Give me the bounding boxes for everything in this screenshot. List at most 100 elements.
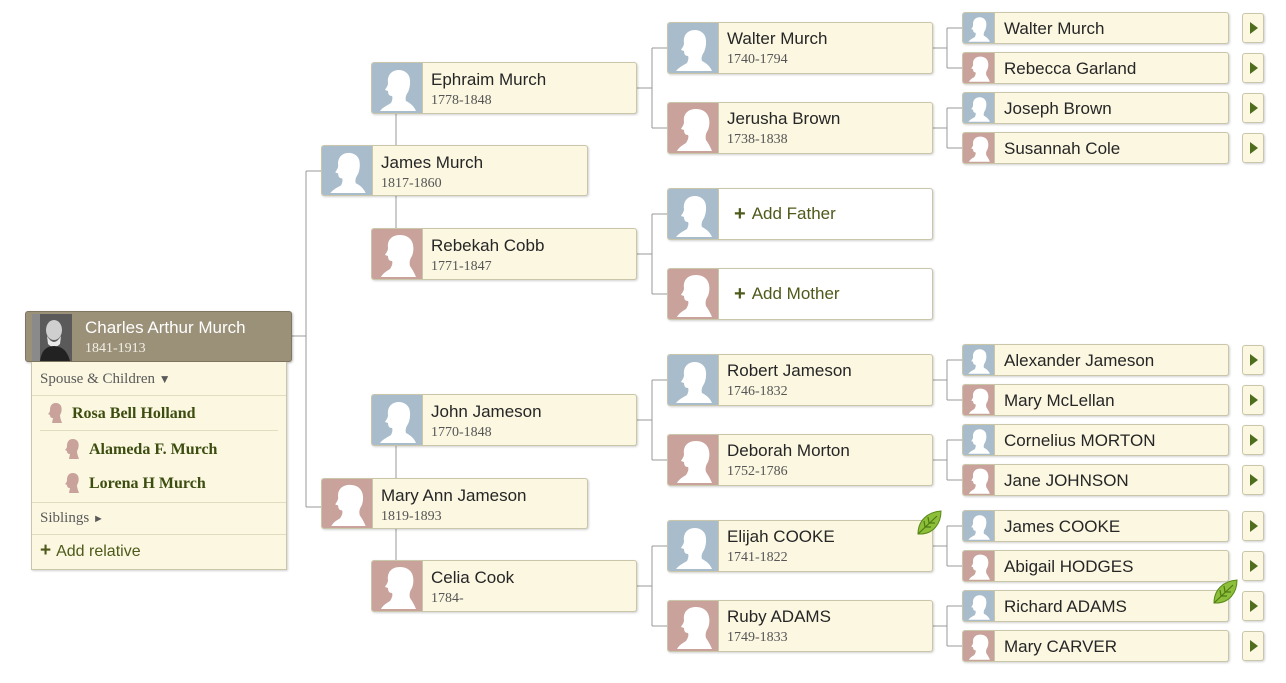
- person-card-g4[interactable]: Cornelius MORTON: [962, 424, 1229, 456]
- person-card-g4[interactable]: Abigail HODGES: [962, 550, 1229, 582]
- male-silhouette-icon: [668, 23, 719, 73]
- person-name[interactable]: Jerusha Brown: [727, 109, 841, 128]
- divider: [32, 395, 286, 396]
- expand-arrow-icon[interactable]: [1242, 551, 1264, 581]
- person-name[interactable]: James COOKE: [1004, 517, 1121, 536]
- person-card-g4[interactable]: Mary McLellan: [962, 384, 1229, 416]
- person-name[interactable]: Walter Murch: [727, 29, 828, 48]
- expand-arrow-icon[interactable]: [1242, 591, 1264, 621]
- expand-arrow-icon[interactable]: [1242, 511, 1264, 541]
- spouse-link[interactable]: Rosa Bell Holland: [72, 405, 196, 422]
- person-name[interactable]: Susannah Cole: [1004, 139, 1121, 158]
- person-card-g4[interactable]: Joseph Brown: [962, 92, 1229, 124]
- person-card-great-grandparent[interactable]: Robert Jameson 1746-1832: [667, 354, 933, 406]
- male-silhouette-icon: [963, 591, 995, 621]
- female-silhouette-icon: [963, 385, 995, 415]
- person-name[interactable]: Walter Murch: [1004, 19, 1105, 38]
- person-card-g4[interactable]: Mary CARVER: [962, 630, 1229, 662]
- expand-arrow-icon[interactable]: [1242, 13, 1264, 43]
- female-silhouette-icon: [963, 53, 995, 83]
- person-card-g4[interactable]: Jane JOHNSON: [962, 464, 1229, 496]
- expand-arrow-icon[interactable]: [1242, 345, 1264, 375]
- person-name[interactable]: Jane JOHNSON: [1004, 471, 1129, 490]
- expand-arrow-icon[interactable]: [1242, 133, 1264, 163]
- female-silhouette-icon: [963, 631, 995, 661]
- person-card-g4[interactable]: Alexander Jameson: [962, 344, 1229, 376]
- expand-arrow-icon[interactable]: [1242, 631, 1264, 661]
- expand-arrow-icon[interactable]: [1242, 385, 1264, 415]
- person-card-grandparent[interactable]: John Jameson 1770-1848: [371, 394, 637, 446]
- add-mother-button[interactable]: +Add Mother: [734, 283, 840, 305]
- person-card-mother[interactable]: Mary Ann Jameson 1819-1893: [321, 478, 588, 529]
- female-silhouette-icon: [322, 479, 373, 528]
- person-dates: 1738-1838: [727, 132, 788, 147]
- divider: [32, 534, 286, 535]
- siblings-toggle[interactable]: Siblings ►: [40, 510, 104, 526]
- person-name[interactable]: John Jameson: [431, 402, 542, 421]
- person-name[interactable]: Celia Cook: [431, 568, 515, 587]
- focus-person-card[interactable]: Charles Arthur Murch 1841-1913: [25, 311, 292, 362]
- child-link[interactable]: Alameda F. Murch: [89, 441, 218, 458]
- add-relative-button[interactable]: +Add relative: [40, 540, 141, 561]
- focus-person-name[interactable]: Charles Arthur Murch: [85, 318, 246, 337]
- person-card-great-grandparent[interactable]: Deborah Morton 1752-1786: [667, 434, 933, 486]
- add-father-button[interactable]: +Add Father: [734, 203, 836, 225]
- person-name[interactable]: Joseph Brown: [1004, 99, 1112, 118]
- female-silhouette-icon: [668, 435, 719, 485]
- person-dates: 1817-1860: [381, 176, 442, 191]
- female-silhouette-icon: [65, 439, 79, 459]
- male-silhouette-icon: [668, 521, 719, 571]
- female-silhouette-icon: [372, 561, 423, 611]
- person-name[interactable]: Ephraim Murch: [431, 70, 547, 89]
- person-name[interactable]: Elijah COOKE: [727, 527, 835, 546]
- male-silhouette-icon: [963, 93, 995, 123]
- divider: [32, 502, 286, 503]
- person-card-g4[interactable]: Susannah Cole: [962, 132, 1229, 164]
- person-name[interactable]: Mary Ann Jameson: [381, 486, 527, 505]
- person-name[interactable]: Rebecca Garland: [1004, 59, 1137, 78]
- person-dates: 1770-1848: [431, 425, 492, 440]
- person-name[interactable]: Robert Jameson: [727, 361, 852, 380]
- person-name[interactable]: Alexander Jameson: [1004, 351, 1155, 370]
- expand-arrow-icon[interactable]: [1242, 93, 1264, 123]
- spouse-children-toggle[interactable]: Spouse & Children ▼: [40, 371, 171, 387]
- person-card-great-grandparent[interactable]: Jerusha Brown 1738-1838: [667, 102, 933, 154]
- person-card-grandparent[interactable]: Rebekah Cobb 1771-1847: [371, 228, 637, 280]
- plus-icon: +: [40, 540, 52, 561]
- person-card-great-grandparent[interactable]: Elijah COOKE 1741-1822: [667, 520, 933, 572]
- person-card-great-grandparent[interactable]: Ruby ADAMS 1749-1833: [667, 600, 933, 652]
- person-name[interactable]: Richard ADAMS: [1004, 597, 1127, 616]
- person-card-g4[interactable]: Walter Murch: [962, 12, 1229, 44]
- person-card-g4[interactable]: James COOKE: [962, 510, 1229, 542]
- male-silhouette-icon: [963, 345, 995, 375]
- male-silhouette-icon: [963, 425, 995, 455]
- expand-arrow-icon[interactable]: [1242, 425, 1264, 455]
- person-name[interactable]: Abigail HODGES: [1004, 557, 1134, 576]
- add-mother-card[interactable]: +Add Mother: [667, 268, 933, 320]
- add-father-card[interactable]: +Add Father: [667, 188, 933, 240]
- expand-arrow-icon[interactable]: [1242, 465, 1264, 495]
- person-name[interactable]: James Murch: [381, 153, 484, 172]
- person-card-g4[interactable]: Richard ADAMS: [962, 590, 1229, 622]
- leaf-hint-icon[interactable]: [1211, 578, 1239, 606]
- child-link[interactable]: Lorena H Murch: [89, 475, 206, 492]
- person-dates: 1740-1794: [727, 52, 788, 67]
- person-card-great-grandparent[interactable]: Walter Murch 1740-1794: [667, 22, 933, 74]
- person-name[interactable]: Deborah Morton: [727, 441, 850, 460]
- person-photo: [32, 314, 72, 361]
- person-name[interactable]: Mary CARVER: [1004, 637, 1118, 656]
- person-name[interactable]: Ruby ADAMS: [727, 607, 831, 626]
- person-dates: 1771-1847: [431, 259, 492, 274]
- expand-arrow-icon[interactable]: [1242, 53, 1264, 83]
- female-silhouette-icon: [372, 229, 423, 279]
- person-card-grandparent[interactable]: Celia Cook 1784-: [371, 560, 637, 612]
- person-name[interactable]: Rebekah Cobb: [431, 236, 545, 255]
- person-name[interactable]: Mary McLellan: [1004, 391, 1115, 410]
- person-name[interactable]: Cornelius MORTON: [1004, 431, 1156, 450]
- leaf-hint-icon[interactable]: [915, 509, 943, 537]
- person-dates: 1778-1848: [431, 93, 492, 108]
- person-card-g4[interactable]: Rebecca Garland: [962, 52, 1229, 84]
- person-card-grandparent[interactable]: Ephraim Murch 1778-1848: [371, 62, 637, 114]
- female-silhouette-icon: [65, 473, 79, 493]
- person-card-father[interactable]: James Murch 1817-1860: [321, 145, 588, 196]
